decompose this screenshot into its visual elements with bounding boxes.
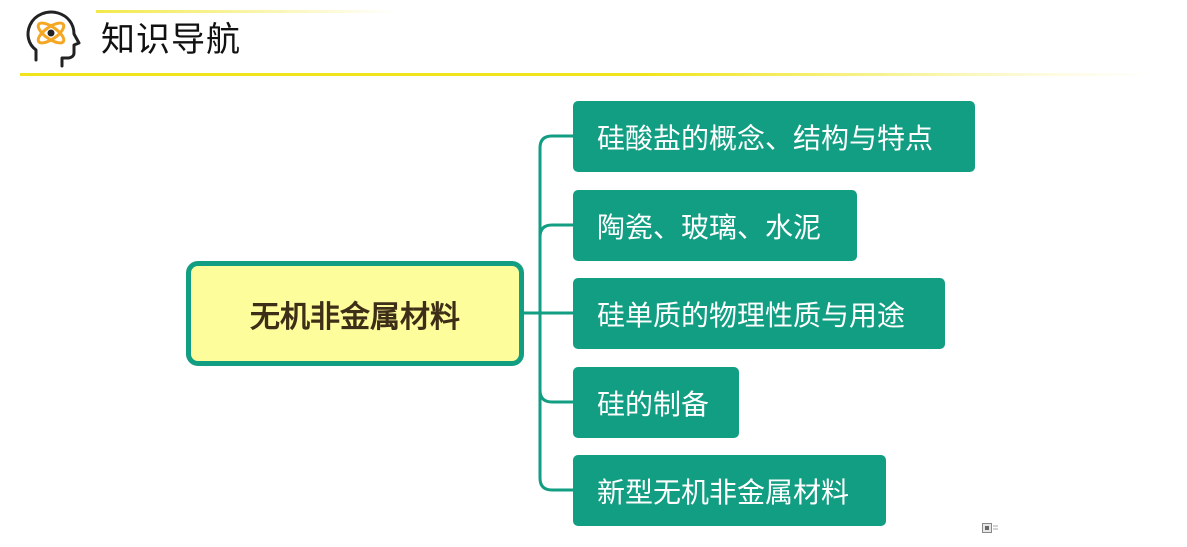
head-with-atom-icon — [26, 10, 81, 68]
branch-node-label: 新型无机非金属材料 — [597, 475, 850, 509]
branch-node-label: 陶瓷、玻璃、水泥 — [597, 210, 822, 244]
branch-node-label: 硅单质的物理性质与用途 — [597, 298, 906, 332]
header-underline — [20, 73, 1150, 76]
branch-node-ceramics-glass-cement: 陶瓷、玻璃、水泥 — [573, 190, 857, 261]
root-node-label: 无机非金属材料 — [250, 299, 460, 335]
branch-node-silicon-properties: 硅单质的物理性质与用途 — [573, 278, 945, 349]
root-node: 无机非金属材料 — [186, 261, 524, 366]
branch-node-label: 硅的制备 — [597, 387, 710, 421]
branch-node-label: 硅酸盐的概念、结构与特点 — [597, 121, 934, 155]
header-top-rule — [96, 10, 396, 13]
branch-node-new-materials: 新型无机非金属材料 — [573, 455, 886, 526]
slide-thumbnail-icon — [982, 523, 998, 533]
branch-node-silicon-preparation: 硅的制备 — [573, 367, 739, 438]
branch-node-silicate-concept: 硅酸盐的概念、结构与特点 — [573, 101, 975, 172]
page-title: 知识导航 — [101, 20, 241, 60]
